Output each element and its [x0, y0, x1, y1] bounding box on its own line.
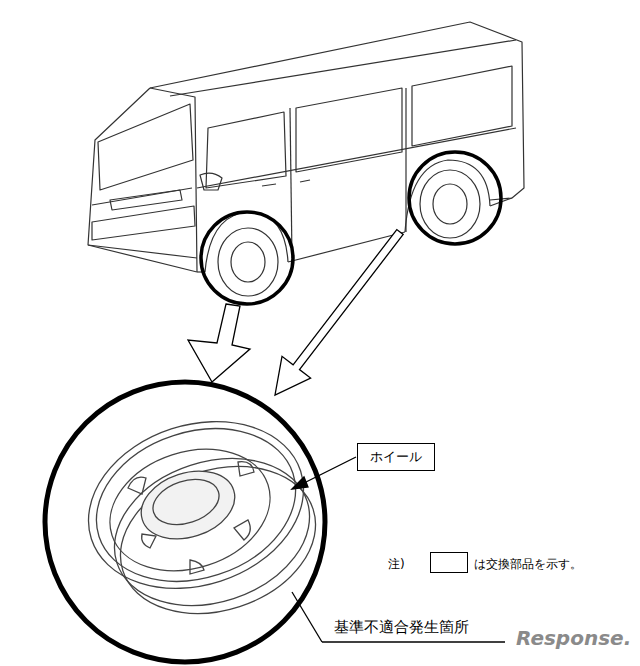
part-name: ホイール: [370, 448, 422, 466]
watermark: Response.: [516, 626, 631, 650]
callout-box: ホイール: [357, 443, 435, 471]
legend-sample: [430, 552, 468, 573]
legend-text: は交換部品を示す。: [474, 556, 582, 573]
note-mark: 注): [388, 556, 405, 573]
defect-location: 基準不適合発生箇所: [334, 618, 469, 637]
